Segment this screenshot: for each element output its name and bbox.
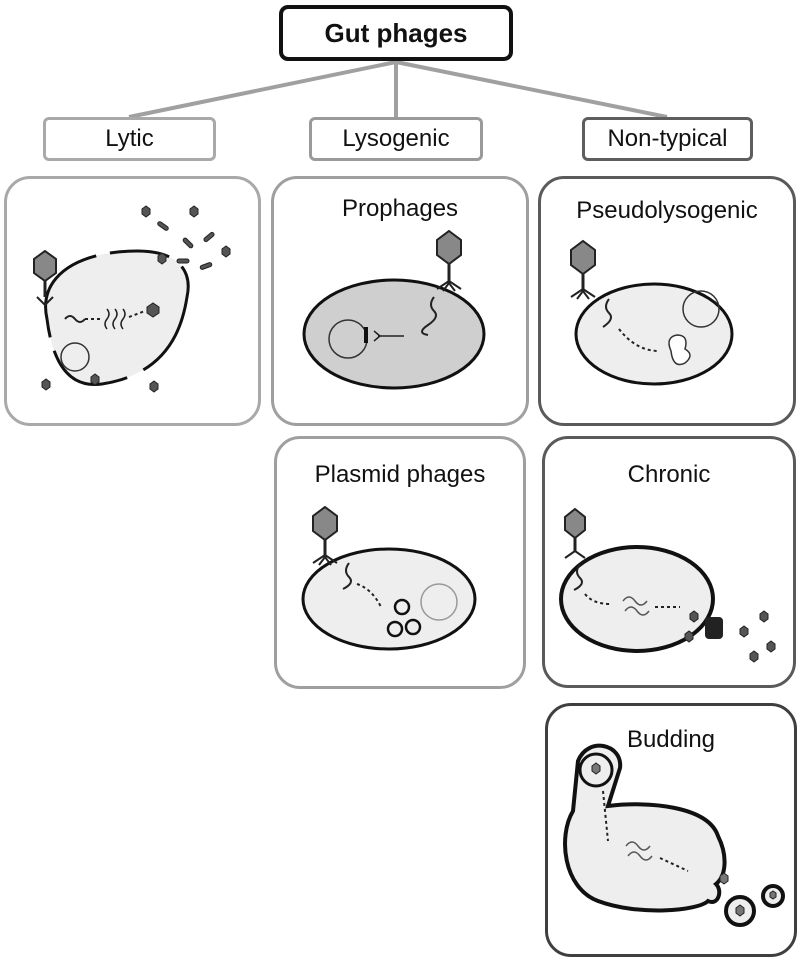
connector-to-lytic [128,60,397,119]
plasmid-phages-illustration [301,505,477,651]
arrow [659,857,689,872]
plasmid [393,598,411,616]
dna-copies [104,308,126,330]
episome [668,334,691,366]
chronic-illustration [559,507,776,663]
plasmid [404,618,422,636]
host-cell [563,743,727,913]
host-cell [574,282,734,386]
panel-plasmid-phages: Plasmid phages [274,436,526,689]
panel-title-plasmid-phages: Plasmid phages [314,461,486,488]
panel-title-budding: Budding [626,726,716,753]
pseudolysogenic-illustration [570,239,734,386]
phage-icon [312,505,338,566]
arrow [618,328,660,352]
panel-pseudolysogenic: Pseudolysogenic [538,176,796,426]
phage-dna [64,315,86,323]
category-lysogenic: Lysogenic [309,117,483,161]
arrow [356,583,382,608]
phage-icon [436,229,462,292]
category-lytic: Lytic [43,117,216,161]
plasmid [386,620,404,638]
root-node: Gut phages [279,5,513,61]
host-cell [302,278,486,390]
phage-icon [570,239,596,300]
phage-genome [625,841,653,861]
host-cell [559,545,715,653]
ssdna [622,596,650,616]
phage-dna [573,563,583,591]
category-non-typical: Non-typical [582,117,753,161]
panel-title-pseudolysogenic: Pseudolysogenic [576,197,758,224]
integrated-prophage [364,327,368,343]
phage-dna [342,562,352,590]
panel-budding: Budding [545,703,797,957]
secretion-pore [705,617,723,639]
nucleoid [60,342,90,372]
panel-lytic [4,176,261,426]
arrow [584,593,611,605]
phage-icon [33,249,57,307]
vesicle-phages [591,762,777,917]
panel-prophages: Prophages [271,176,529,426]
prophages-illustration [302,229,486,390]
panel-chronic: Chronic [542,436,796,688]
connector-to-non-typical [395,60,668,119]
extruded-phages [684,610,776,663]
lytic-illustration [33,205,231,393]
phage-dna [421,296,437,336]
arrow [128,310,146,318]
released-phages [41,205,231,393]
chromosome [682,290,720,328]
bursting-cell [44,249,190,387]
phage-icon [564,507,586,559]
panel-title-chronic: Chronic [627,461,711,488]
arrow [602,790,609,842]
panel-title-prophages: Prophages [341,195,459,222]
chromosome [420,583,458,621]
budding-illustration [563,743,785,927]
phage-dna [602,298,612,328]
